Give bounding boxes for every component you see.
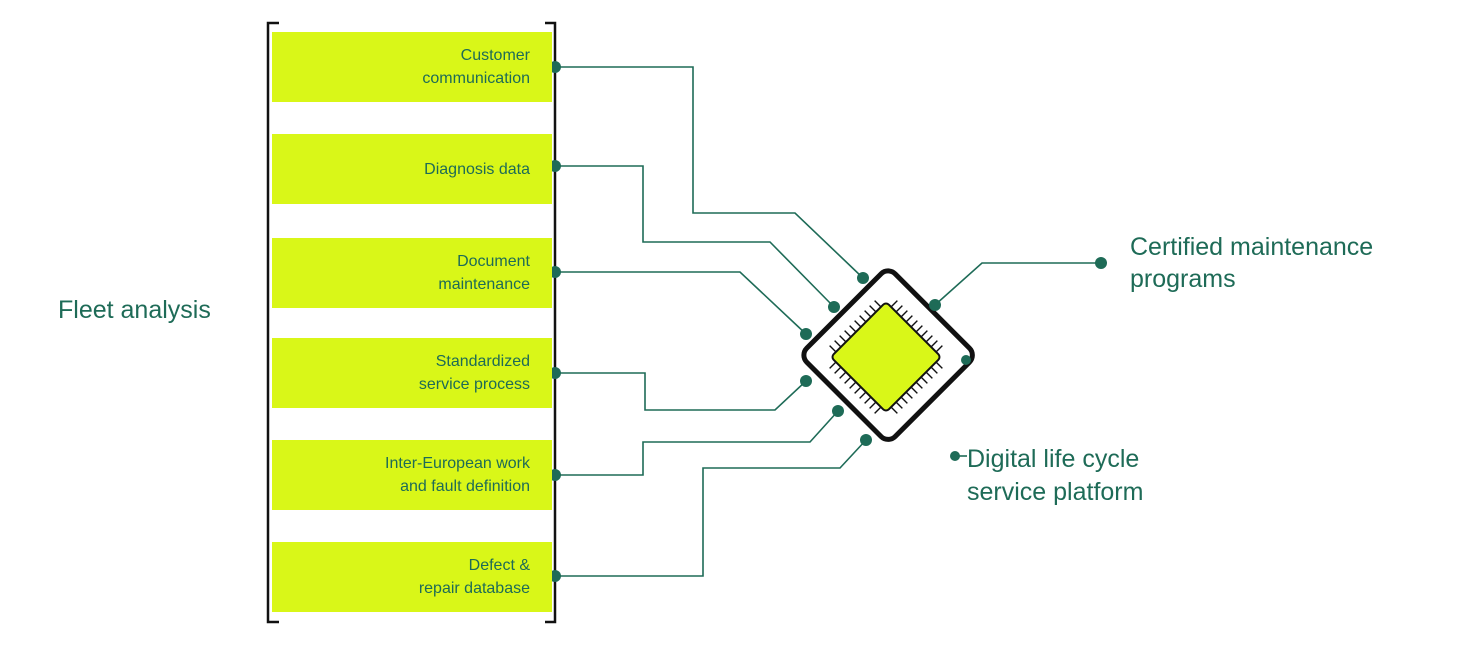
wire-customer-communication [555,66,864,279]
item-label: Defect & repair database [418,557,530,597]
chip-pin-tick [844,330,852,338]
chip-pin-dot [832,405,844,417]
chip-pin-tick [910,386,918,394]
chip-pin-tick [890,406,898,414]
item-box-standardized-service: Standardized service process [272,338,552,408]
chip-pin-tick [839,371,847,379]
dot-defect-repair [549,570,561,582]
chip-pin-tick [874,300,882,308]
item-label: Inter-European work and fault definition [385,455,530,495]
certified-programs-label: Certified maintenance programs [1130,231,1373,295]
chip-pin-tick [839,335,847,343]
chip-pin-tick [900,310,908,318]
chip-pin-dot [857,272,869,284]
item-box-inter-european: Inter-European work and fault definition [272,440,552,510]
chip-pin-tick [844,376,852,384]
chip-pin-tick [854,386,862,394]
wire-standardized-service [555,372,807,411]
dot-customer-communication [549,61,561,73]
wire-diagnosis-data [555,165,835,308]
item-label: Diagnosis data [424,160,530,178]
item-label: Standardized service process [418,353,530,393]
chip-pin-tick [849,381,857,389]
certified-programs-text: Certified maintenance programs [1130,233,1374,293]
chip-pin-tick [930,340,938,348]
chip-pin-tick [915,325,923,333]
wire-certified [934,262,1101,306]
chip-pin-tick [895,305,903,313]
platform-label: Digital life cycle service platform [967,443,1143,509]
dot-inter-european [549,469,561,481]
dot-platform [950,451,960,461]
chip-pin-tick [895,401,903,409]
chip-pin-tick [864,396,872,404]
dot-document-maintenance [549,266,561,278]
item-box-document-maintenance: Document maintenance [272,238,552,308]
chip-pin-tick [935,361,943,369]
wire-defect-repair [555,439,867,577]
chip-pin-tick [900,396,908,404]
chip-pin-tick [859,315,867,323]
platform-text: Digital life cycle service platform [967,445,1144,506]
bracket-left [266,21,279,624]
chip-pin-tick [834,366,842,374]
chip-icon [801,268,975,442]
chip-pin-tick [834,340,842,348]
chip-pin-tick [925,371,933,379]
chip-pin-tick [829,345,837,353]
chip-pin-tick [905,391,913,399]
dot-standardized-service [549,367,561,379]
chip-pin-tick [905,315,913,323]
chip-pin-tick [915,381,923,389]
chip-pin-tick [874,406,882,414]
item-box-diagnosis-data: Diagnosis data [272,134,552,204]
chip-pin-tick [869,305,877,313]
fleet-analysis-label: Fleet analysis [58,296,211,324]
chip-pin-tick [935,345,943,353]
item-box-defect-repair: Defect & repair database [272,542,552,612]
chip-pin-dot [860,434,872,446]
item-label: Customer communication [422,47,530,87]
chip-pin-tick [869,401,877,409]
chip-pin-tick [925,335,933,343]
wire-inter-european [555,410,839,476]
chip-pin-tick [890,300,898,308]
chip-pin-dot [828,301,840,313]
chip-pin-dot [929,299,941,311]
chip-pin-dot [800,328,812,340]
dot-certified [1095,257,1107,269]
chip-pin-dot [800,375,812,387]
chip-pin-tick [920,376,928,384]
bracket-right [545,21,557,624]
chip-pin-tick [849,325,857,333]
item-box-customer-communication: Customer communication [272,32,552,102]
chip-indicator-dot [961,355,971,365]
chip-pin-tick [864,310,872,318]
dot-diagnosis-data [549,160,561,172]
wire-document-maintenance [555,271,807,335]
item-label: Document maintenance [438,253,530,293]
chip-pin-tick [829,361,837,369]
chip-pin-tick [854,320,862,328]
chip-pin-tick [910,320,918,328]
chip-pin-tick [859,391,867,399]
chip-pin-tick [930,366,938,374]
chip-pin-tick [920,330,928,338]
